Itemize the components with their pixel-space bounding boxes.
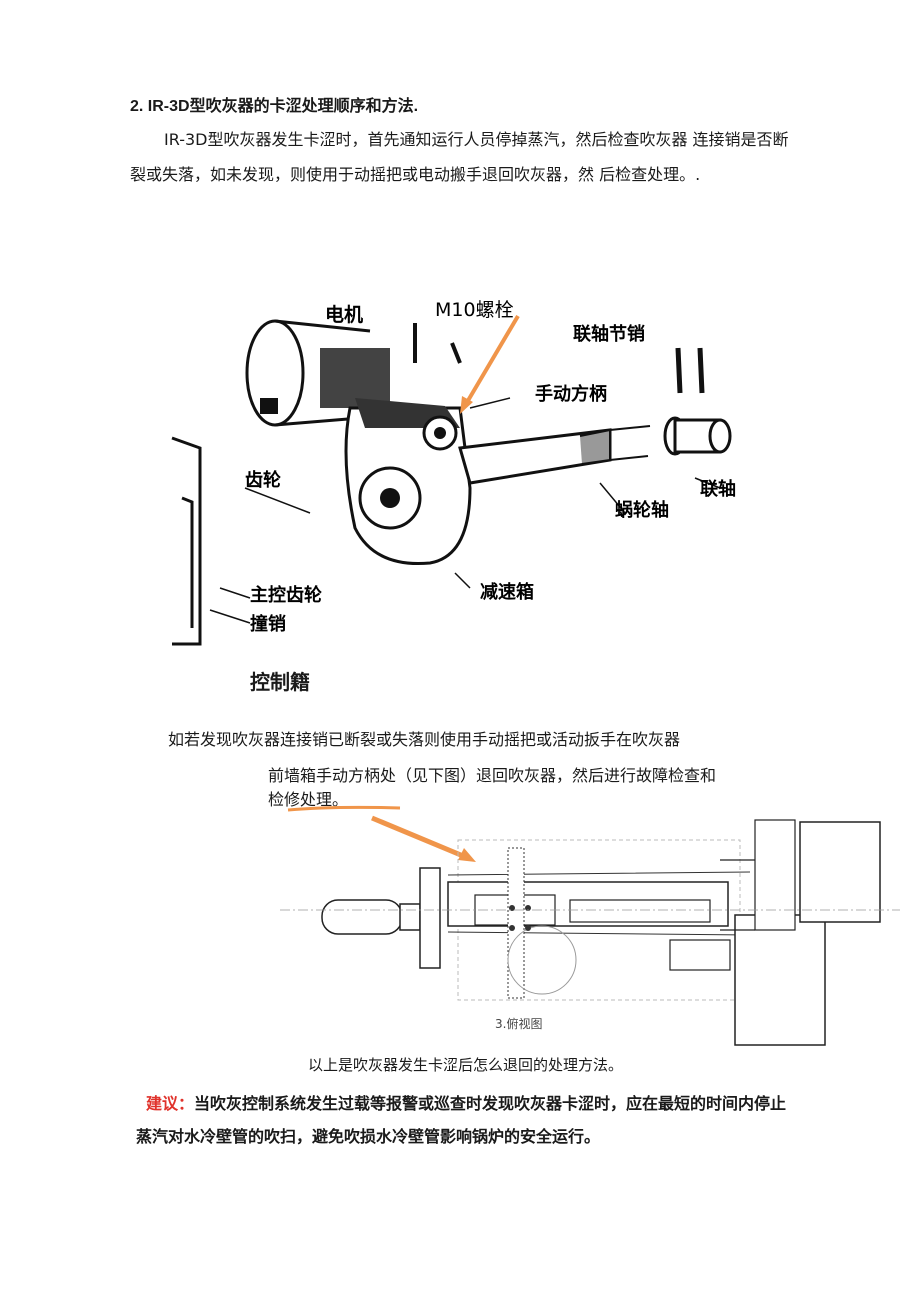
figure1-caption: 控制籍 — [250, 670, 310, 694]
label-worm-shaft: 蜗轮轴 — [615, 499, 669, 521]
label-gear: 齿轮 — [245, 469, 281, 491]
intro-text: IR-3D型吹灰器发生卡涩时，首先通知运行人员停掉蒸汽，然后检查吹灰器 连接销是… — [130, 130, 789, 184]
label-coupling: 联轴 — [700, 478, 736, 500]
para2-line3: 检修处理。 — [268, 790, 349, 809]
label-gearbox: 减速箱 — [480, 581, 534, 603]
para2-line1: 如若发现吹灰器连接销已断裂或失落则使用手动摇把或活动扳手在吹灰器 — [168, 730, 681, 749]
section-heading: 2. IR-3D型吹灰器的卡涩处理顺序和方法. — [130, 98, 419, 115]
label-main-gear: 主控齿轮 — [250, 584, 322, 606]
label-striker-pin: 撞销 — [250, 613, 286, 635]
closing-line: 以上是吹灰器发生卡涩后怎么退回的处理方法。 — [308, 1056, 624, 1074]
label-bolt: M10螺栓 — [435, 299, 514, 321]
para2-line2: 前墙箱手动方柄处（见下图）退回吹灰器，然后进行故障检查和 — [268, 766, 717, 785]
top-view-drawing: 3.俯视图 — [280, 805, 900, 1046]
intro-paragraph: IR-3D型吹灰器发生卡涩时，首先通知运行人员停掉蒸汽，然后检查吹灰器 连接销是… — [130, 122, 795, 192]
suggestion-block: 建议：当吹灰控制系统发生过载等报警或巡查时发现吹灰器卡涩时，应在最短的时间内停止… — [136, 1087, 796, 1153]
sootblower-drive-diagram: 电机 M10螺栓 联轴节销 手动方柄 齿轮 联轴 蜗轮轴 主控齿轮 撞销 减速箱 — [171, 299, 736, 646]
label-motor: 电机 — [325, 303, 363, 326]
suggestion-label: 建议： — [146, 1094, 195, 1113]
figure2-inner-caption: 3.俯视图 — [495, 1016, 542, 1031]
label-coupling-pin: 联轴节销 — [573, 323, 645, 345]
suggestion-text: 当吹灰控制系统发生过载等报警或巡查时发现吹灰器卡涩时，应在最短的时间内停止蒸汽对… — [136, 1094, 787, 1146]
label-hand-crank: 手动方柄 — [535, 383, 607, 405]
